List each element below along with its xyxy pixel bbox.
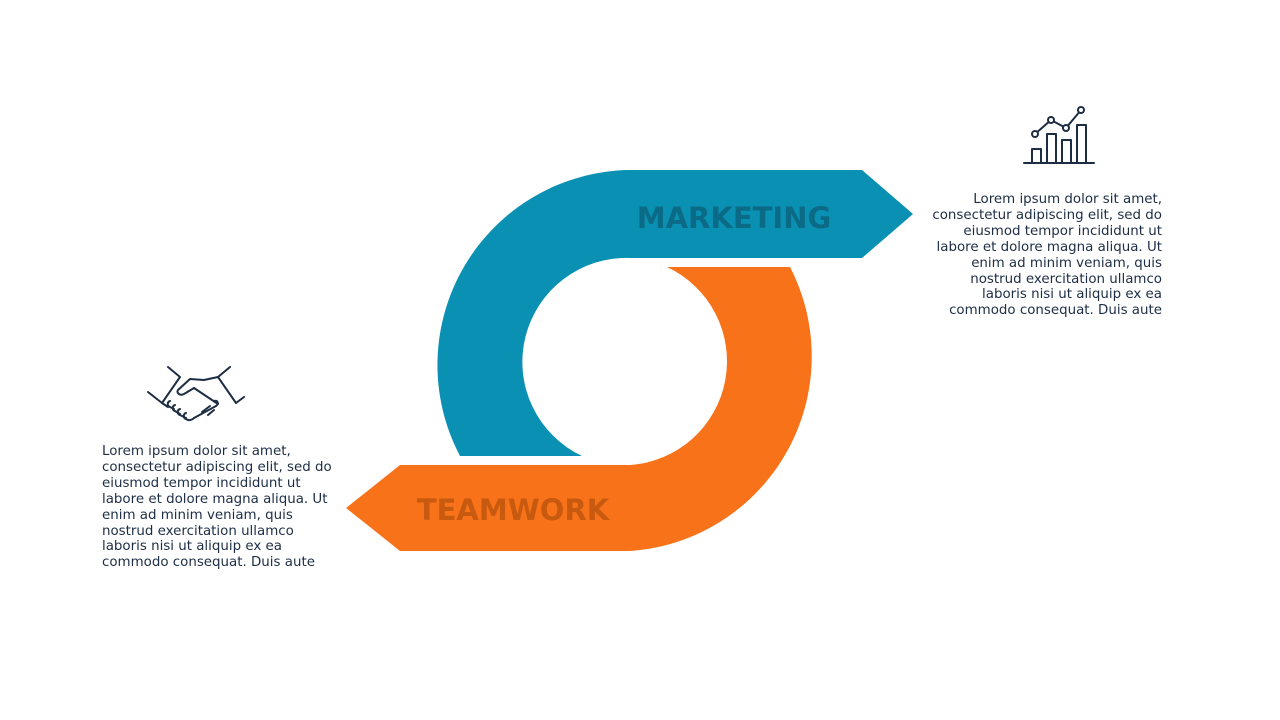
marketing-label: MARKETING (637, 201, 832, 235)
teamwork-label: TEAMWORK (417, 493, 611, 527)
teamwork-arrow (346, 267, 812, 551)
teamwork-description: Lorem ipsum dolor sit amet, consectetur … (102, 444, 332, 571)
marketing-description: Lorem ipsum dolor sit amet, consectetur … (932, 192, 1162, 319)
marketing-arrow (437, 170, 913, 456)
bar-chart-trend-icon (1023, 106, 1095, 164)
handshake-icon (147, 366, 245, 422)
